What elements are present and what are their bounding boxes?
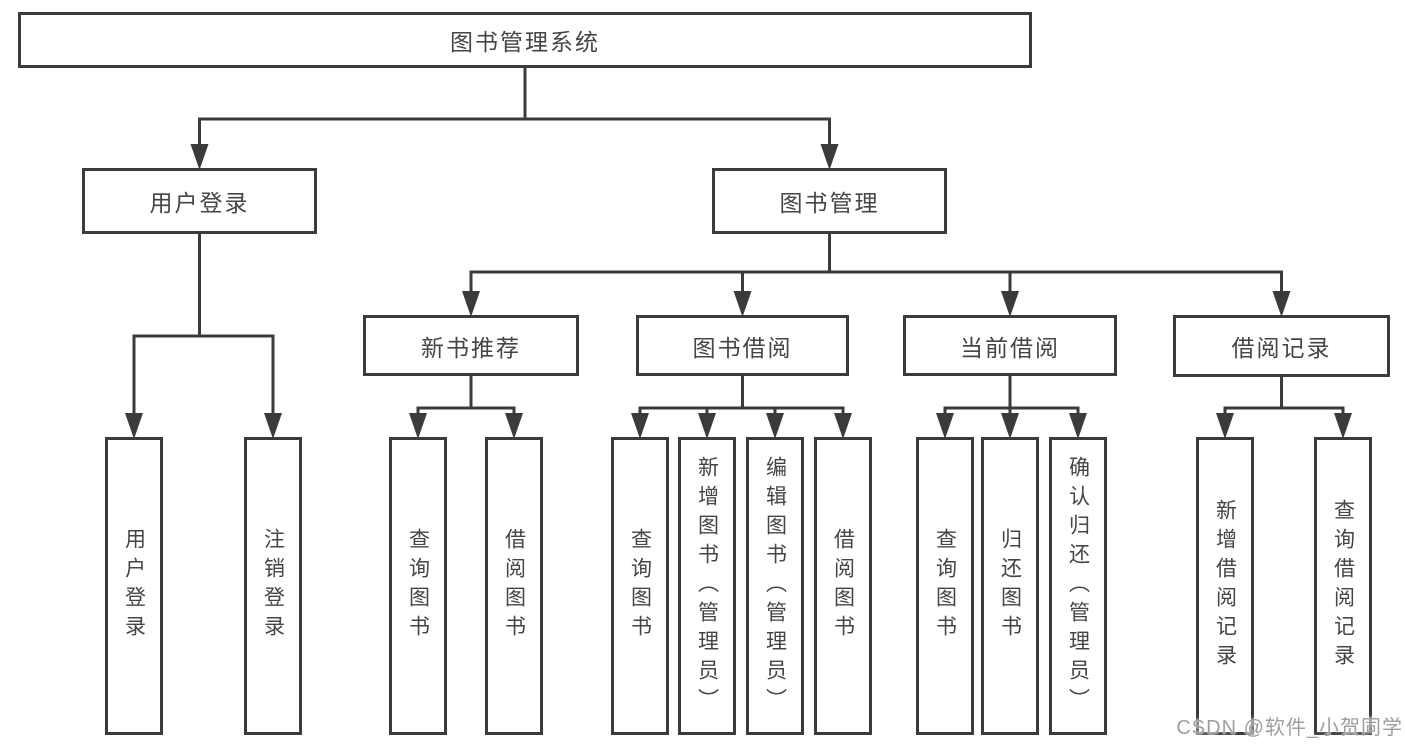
arrow-down-icon <box>834 413 852 439</box>
node-leaf-edit-book: 编辑图书（管理员） <box>746 437 804 735</box>
node-leaf-add-borrow-record: 新增借阅记录 <box>1196 437 1254 735</box>
arrow-down-icon <box>766 413 784 439</box>
arrow-down-icon <box>1334 413 1352 439</box>
arrow-down-icon <box>631 413 649 439</box>
watermark: CSDN @软件_小贺同学 <box>1176 717 1403 739</box>
node-label: 新增图书（管理员） <box>695 455 719 717</box>
arrow-down-icon <box>264 413 282 439</box>
node-leaf-query-borrow-record: 查询借阅记录 <box>1314 437 1372 735</box>
node-book-mgmt: 图书管理 <box>712 168 947 234</box>
arrow-down-icon <box>409 413 427 439</box>
connector-path <box>132 67 1345 415</box>
node-label: 用户登录 <box>149 190 250 216</box>
arrow-down-icon <box>1216 413 1234 439</box>
node-leaf-borrow-book-2: 借阅图书 <box>814 437 872 735</box>
arrow-down-icon <box>698 413 716 439</box>
node-label: 查询图书 <box>406 528 430 644</box>
arrow-down-icon <box>1069 413 1087 439</box>
node-leaf-borrow-book-1: 借阅图书 <box>485 437 543 735</box>
node-book-borrow: 图书借阅 <box>636 315 849 376</box>
arrow-down-icon <box>733 291 752 317</box>
node-label: 新增借阅记录 <box>1213 499 1237 673</box>
node-label: 借阅图书 <box>831 528 855 644</box>
node-label: 查询图书 <box>933 528 957 644</box>
node-label: 编辑图书（管理员） <box>763 455 787 717</box>
arrow-down-icon <box>125 413 143 439</box>
node-label: 查询借阅记录 <box>1331 499 1355 673</box>
node-label: 用户登录 <box>122 528 146 644</box>
node-leaf-user-login: 用户登录 <box>105 437 163 735</box>
node-leaf-query-book-1: 查询图书 <box>389 437 447 735</box>
node-leaf-query-book-2: 查询图书 <box>611 437 669 735</box>
arrow-down-icon <box>820 144 839 170</box>
node-current-borrow: 当前借阅 <box>903 315 1117 376</box>
node-leaf-add-book: 新增图书（管理员） <box>678 437 736 735</box>
node-borrow-records: 借阅记录 <box>1173 315 1390 377</box>
arrow-down-icon <box>1001 413 1019 439</box>
node-user-login: 用户登录 <box>82 168 317 234</box>
node-root: 图书管理系统 <box>18 12 1032 68</box>
node-label: 借阅记录 <box>1231 335 1332 361</box>
arrow-down-icon <box>190 144 209 170</box>
node-label: 查询图书 <box>628 528 652 644</box>
node-label: 新书推荐 <box>421 334 521 361</box>
arrow-down-icon <box>936 413 954 439</box>
node-label: 当前借阅 <box>960 334 1060 361</box>
node-label: 图书管理 <box>779 190 880 216</box>
arrow-down-icon <box>462 291 480 317</box>
node-label: 确认归还（管理员） <box>1066 455 1090 717</box>
node-label: 归还图书 <box>998 528 1022 644</box>
node-label: 图书借阅 <box>692 334 793 361</box>
node-label: 注销登录 <box>261 528 285 644</box>
arrow-down-icon <box>1272 291 1291 317</box>
node-leaf-query-book-3: 查询图书 <box>916 437 974 735</box>
arrow-down-icon <box>1001 291 1019 317</box>
node-leaf-confirm-return: 确认归还（管理员） <box>1049 437 1107 735</box>
arrow-down-icon <box>505 413 523 439</box>
node-new-book-recommend: 新书推荐 <box>363 315 579 376</box>
node-label: 借阅图书 <box>502 528 526 644</box>
node-leaf-logout: 注销登录 <box>244 437 302 735</box>
node-leaf-return-book: 归还图书 <box>981 437 1039 735</box>
node-label: 图书管理系统 <box>450 29 600 55</box>
